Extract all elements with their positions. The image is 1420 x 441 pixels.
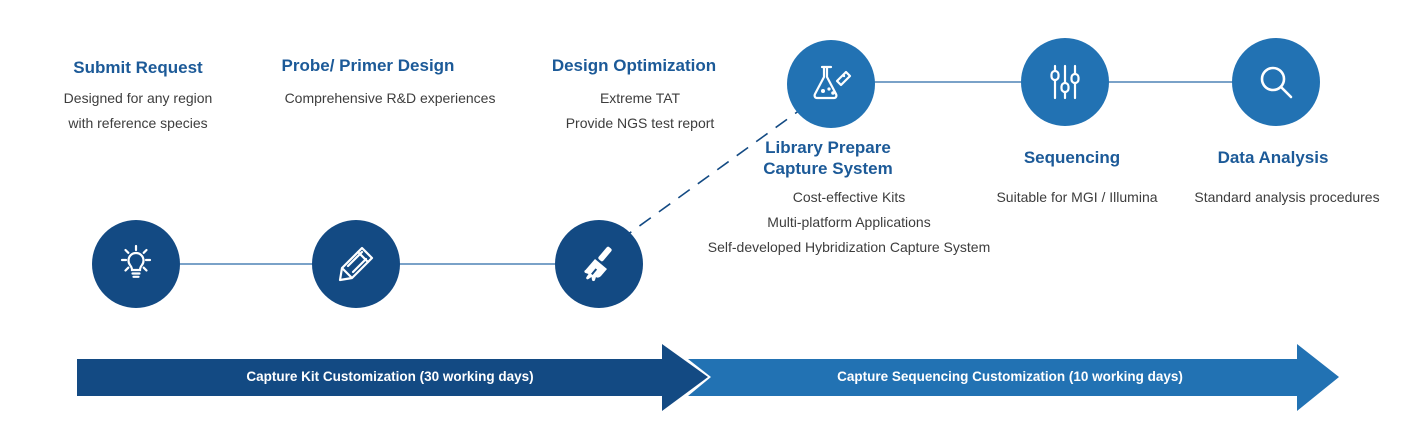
phase-arrow-kit — [77, 344, 708, 411]
step-title-line: Library Prepare — [765, 138, 891, 157]
step-desc-line: Comprehensive R&D experiences — [284, 90, 496, 106]
step-desc-library-prepare: Cost-effective Kits Multi-platform Appli… — [688, 185, 1010, 260]
step-desc-line: Self-developed Hybridization Capture Sys… — [707, 239, 991, 255]
step-title-submit-request: Submit Request — [73, 58, 203, 77]
step-title-design-optimization: Design Optimization — [551, 56, 717, 75]
step-desc-line: Suitable for MGI / Illumina — [996, 189, 1158, 205]
step-title-probe-design: Probe/ Primer Design — [281, 56, 455, 75]
step-desc-line: Multi-platform Applications — [767, 214, 931, 230]
step-desc-sequencing: Suitable for MGI / Illumina — [966, 185, 1188, 210]
sliders-icon — [1050, 64, 1080, 100]
paint-brush-icon — [584, 246, 612, 282]
step-desc-line: Provide NGS test report — [565, 115, 715, 131]
pencil-icon — [338, 246, 374, 282]
step-title-sequencing: Sequencing — [1023, 148, 1121, 167]
lightbulb-icon — [120, 244, 152, 278]
step-circle-submit-request — [92, 220, 180, 308]
step-desc-design-optimization: Extreme TAT Provide NGS test report — [530, 86, 750, 136]
step-desc-line: Extreme TAT — [599, 90, 681, 106]
connector-dashed-line — [619, 109, 801, 241]
step-desc-line: Cost-effective Kits — [792, 189, 906, 205]
step-circle-design-optimization — [555, 220, 643, 308]
step-desc-line: Designed for any region — [63, 90, 213, 106]
flask-icon — [813, 65, 852, 100]
step-title-line: Capture System — [763, 159, 893, 178]
step-title-library-prepare: Library Prepare Capture System — [738, 137, 918, 179]
phase-label-kit: Capture Kit Customization (30 working da… — [246, 369, 534, 384]
step-title-data-analysis: Data Analysis — [1217, 148, 1329, 167]
step-desc-probe-design: Comprehensive R&D experiences — [258, 86, 522, 111]
step-circle-probe-design — [312, 220, 400, 308]
step-circle-data-analysis — [1232, 38, 1320, 126]
step-circle-library-prepare — [787, 40, 875, 128]
step-desc-data-analysis: Standard analysis procedures — [1168, 185, 1406, 210]
step-desc-submit-request: Designed for any region with reference s… — [30, 86, 246, 136]
magnifier-icon — [1260, 66, 1293, 99]
step-desc-line: Standard analysis procedures — [1194, 189, 1380, 205]
phase-arrow-sequencing — [688, 344, 1339, 411]
phase-label-sequencing: Capture Sequencing Customization (10 wor… — [837, 369, 1183, 384]
step-desc-line: with reference species — [68, 115, 208, 131]
step-circle-sequencing — [1021, 38, 1109, 126]
